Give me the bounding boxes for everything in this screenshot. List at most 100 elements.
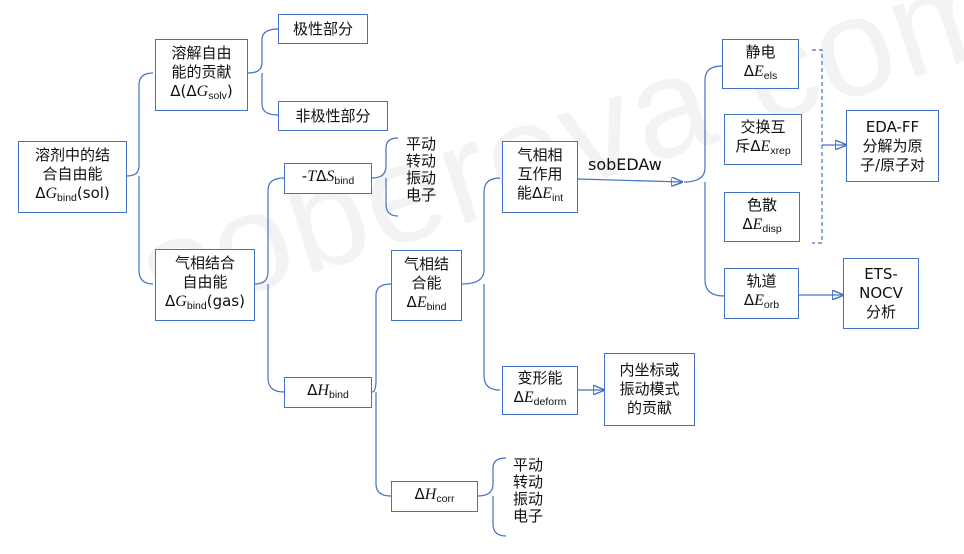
ebind-sub: bind xyxy=(426,300,447,313)
xrep-delta: Δ xyxy=(750,137,761,155)
internal-line3: 的贡献 xyxy=(626,399,672,417)
dh-sym: H xyxy=(317,381,329,399)
hcorr-sym: H xyxy=(424,485,437,503)
tds-term-electronic: 电子 xyxy=(406,186,437,204)
brace-dh xyxy=(371,283,392,497)
etsnocv-line2: NOCV xyxy=(859,284,903,302)
tds-terms: 平动 转动 振动 电子 xyxy=(406,136,436,204)
hcorr-term-vibration: 振动 xyxy=(513,490,544,508)
disp-line1: 色散 xyxy=(746,195,777,214)
solv-post: ) xyxy=(226,82,233,100)
node-dh: ΔHbind xyxy=(284,377,372,408)
xrep-sub: xrep xyxy=(770,145,791,157)
hcorr-term-rotation: 转动 xyxy=(513,473,544,491)
tds-delta: Δ xyxy=(316,166,327,185)
edeform-delta: Δ xyxy=(513,388,524,406)
node-root: 溶剂中的结 合自由能 ΔGbind(sol) xyxy=(18,141,127,213)
polar-label: 极性部分 xyxy=(292,19,353,38)
orb-sym: E xyxy=(754,292,764,309)
brace-tds-terms xyxy=(371,137,399,217)
tds-term-vibration: 振动 xyxy=(406,169,437,187)
brace-solv xyxy=(247,28,279,116)
dh-sub: bind xyxy=(328,388,349,401)
node-eint: 气相相 互作用 能ΔEint xyxy=(502,141,578,213)
hcorr-delta: Δ xyxy=(414,484,425,503)
root-post: (sol) xyxy=(76,184,110,202)
orb-delta: Δ xyxy=(743,291,755,309)
disp-sym: E xyxy=(752,215,763,233)
node-eda-ff: EDA-FF 分解为原 子/原子对 xyxy=(846,110,939,182)
els-sub: els xyxy=(763,69,778,82)
ebind-sym: E xyxy=(416,293,427,311)
brace-ebind xyxy=(461,177,501,391)
edaff-line1: EDA-FF xyxy=(865,117,920,136)
solv-delta: Δ(Δ xyxy=(170,82,197,100)
disp-delta: Δ xyxy=(742,214,753,233)
node-nonpolar: 非极性部分 xyxy=(278,101,388,131)
brace-hcorr-terms xyxy=(477,457,507,537)
node-tds: -TΔSbind xyxy=(284,163,372,194)
tds-term-translation: 平动 xyxy=(406,135,437,153)
gas-line2: 自由能 xyxy=(182,273,228,291)
eint-sub: int xyxy=(551,192,564,204)
solv-line2: 能的贡献 xyxy=(171,63,232,81)
tds-sym-t: T xyxy=(307,167,317,185)
gas-delta: Δ xyxy=(165,292,176,310)
ebind-delta: Δ xyxy=(406,292,417,311)
node-polar: 极性部分 xyxy=(278,14,368,44)
orb-line1: 轨道 xyxy=(746,272,777,290)
node-disp: 色散 ΔEdisp xyxy=(724,192,800,242)
orb-sub: orb xyxy=(763,299,780,311)
hcorr-term-electronic: 电子 xyxy=(513,507,544,525)
node-ets-nocv: ETS- NOCV 分析 xyxy=(843,258,919,329)
arrow-sobedaw xyxy=(577,179,682,182)
brace-components xyxy=(683,65,725,297)
edeform-sym: E xyxy=(523,389,534,406)
els-sym: E xyxy=(754,62,764,80)
node-edeform: 变形能 ΔEdeform xyxy=(502,366,578,415)
eint-line3a: 能 xyxy=(516,184,532,202)
sobedaw-label: sobEDAw xyxy=(588,155,662,174)
solv-sub: solv xyxy=(208,90,227,102)
disp-sub: disp xyxy=(762,222,782,235)
eint-sym: E xyxy=(542,185,552,202)
etsnocv-line1: ETS- xyxy=(864,265,898,283)
brace-root xyxy=(126,72,154,285)
xrep-sym: E xyxy=(760,138,771,155)
eint-delta: Δ xyxy=(531,184,543,202)
ebind-line2: 合能 xyxy=(411,273,442,292)
hcorr-terms: 平动 转动 振动 电子 xyxy=(513,457,543,525)
xrep-line1: 交换互 xyxy=(740,118,786,136)
internal-line1: 内坐标或 xyxy=(619,361,680,379)
node-xrep: 交换互 斥ΔExrep xyxy=(724,114,802,165)
gas-post: (gas) xyxy=(206,292,245,310)
tds-sub: bind xyxy=(334,174,355,187)
eint-line2: 互作用 xyxy=(517,165,563,183)
ebind-line1: 气相结 xyxy=(403,254,449,273)
eint-line1: 气相相 xyxy=(517,146,563,164)
nonpolar-label: 非极性部分 xyxy=(295,106,371,125)
brace-gas xyxy=(254,177,285,393)
edaff-line3: 子/原子对 xyxy=(859,155,926,174)
root-line1: 溶剂中的结 xyxy=(34,146,110,164)
dashed-bracket xyxy=(812,49,823,244)
edaff-line2: 分解为原 xyxy=(862,136,923,155)
dh-delta: Δ xyxy=(307,380,318,399)
tds-sym-s: S xyxy=(326,167,335,185)
node-internal-coords: 内坐标或 振动模式 的贡献 xyxy=(604,353,695,426)
hcorr-sub: corr xyxy=(436,492,455,505)
els-line1: 静电 xyxy=(745,42,776,61)
solv-line1: 溶解自由 xyxy=(171,44,232,62)
node-hcorr: ΔHcorr xyxy=(391,481,478,512)
root-delta: Δ xyxy=(35,184,46,202)
root-sub: bind xyxy=(57,192,77,204)
tds-term-rotation: 转动 xyxy=(406,152,437,170)
node-ebind: 气相结 合能 ΔEbind xyxy=(391,250,462,321)
node-els: 静电 ΔEels xyxy=(722,39,799,89)
edeform-line1: 变形能 xyxy=(517,369,563,387)
edeform-sub: deform xyxy=(533,396,567,408)
root-line2: 合自由能 xyxy=(42,165,103,183)
els-delta: Δ xyxy=(743,61,755,80)
xrep-line2a: 斥 xyxy=(735,137,751,155)
